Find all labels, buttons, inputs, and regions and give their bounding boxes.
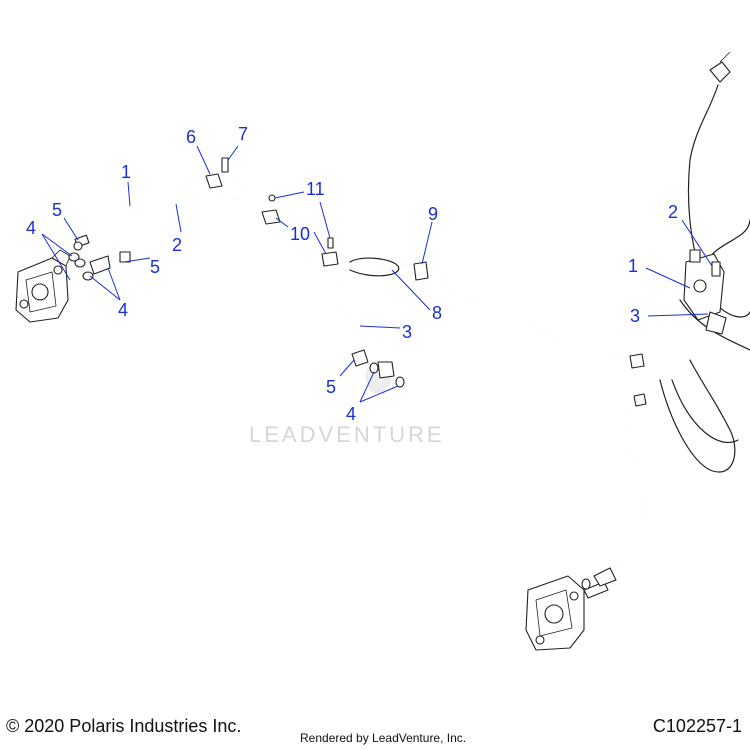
watermark-text: LEADVENTURE bbox=[249, 422, 445, 447]
diagram-code: C102257-1 bbox=[652, 716, 742, 736]
watermark: LEADVENTURE bbox=[249, 360, 445, 447]
callout-3-right: 3 bbox=[630, 306, 640, 326]
callout-11: 11 bbox=[306, 179, 325, 199]
callout-5-center: 5 bbox=[326, 377, 336, 397]
callout-5-left-bottom: 5 bbox=[150, 257, 160, 277]
callout-4-center: 4 bbox=[346, 404, 356, 424]
callout-8: 8 bbox=[432, 303, 442, 323]
callout-4-left: 4 bbox=[26, 218, 36, 238]
callout-4-left-bottom: 4 bbox=[118, 300, 128, 320]
callout-6: 6 bbox=[186, 127, 196, 147]
handlebar-fitting bbox=[709, 51, 731, 83]
rendered-by-text: Rendered by LeadVenture, Inc. bbox=[300, 731, 467, 745]
brake-lines bbox=[97, 84, 750, 581]
callout-5-left-top: 5 bbox=[52, 200, 62, 220]
callout-7: 7 bbox=[238, 124, 248, 144]
callout-1-left: 1 bbox=[121, 162, 131, 182]
callout-1-right: 1 bbox=[628, 256, 638, 276]
fittings bbox=[68, 157, 647, 590]
callouts: 1 2 6 7 11 10 9 8 3 5 4 5 bbox=[26, 124, 713, 424]
master-cylinder-block bbox=[683, 249, 727, 335]
callout-2-right: 2 bbox=[668, 202, 678, 222]
callout-2-left: 2 bbox=[172, 235, 182, 255]
callout-10: 10 bbox=[290, 224, 310, 244]
callout-9: 9 bbox=[428, 204, 438, 224]
rear-brake-caliper bbox=[525, 575, 609, 651]
callout-3-center: 3 bbox=[402, 322, 412, 342]
copyright-text: © 2020 Polaris Industries Inc. bbox=[6, 716, 242, 736]
left-brake-caliper bbox=[15, 249, 71, 323]
